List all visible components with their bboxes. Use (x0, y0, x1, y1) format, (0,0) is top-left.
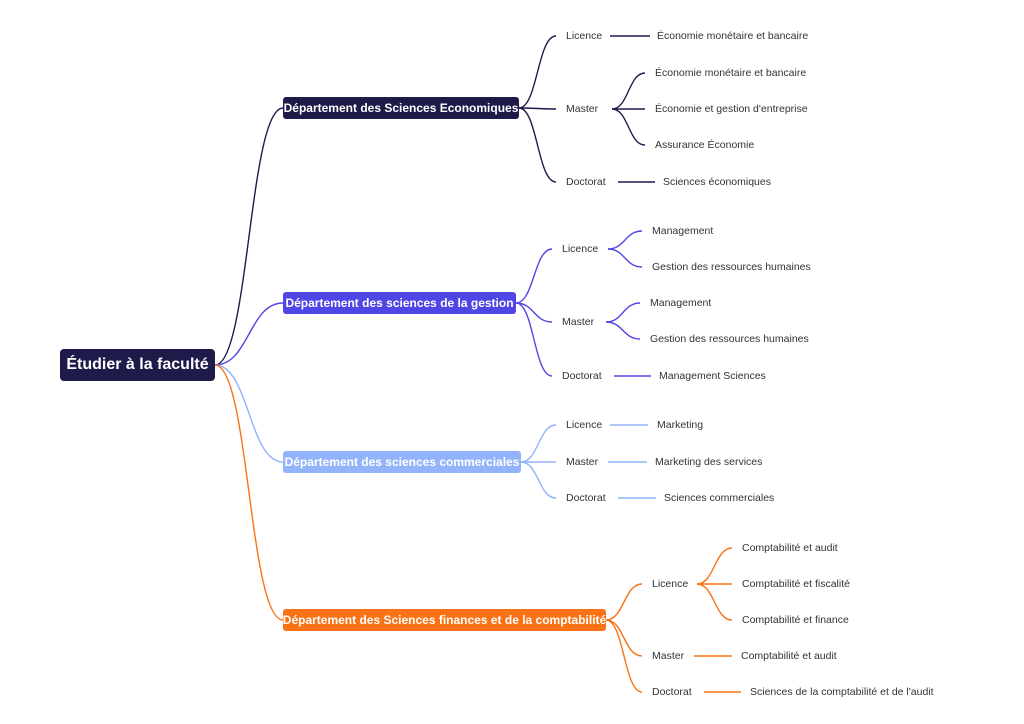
dept-node-economiques[interactable]: Département des Sciences Economiques (283, 97, 519, 119)
dept-connector (515, 248, 553, 304)
program-leaf[interactable]: Sciences commerciales (664, 492, 775, 504)
level-label[interactable]: Licence (652, 578, 689, 590)
leaf-connector (611, 108, 646, 146)
dept-connector (605, 619, 643, 693)
program-leaf[interactable]: Économie monétaire et bancaire (655, 67, 807, 79)
leaf-connector (696, 583, 733, 621)
dept-node-finances[interactable]: Département des Sciences finances et de … (283, 609, 606, 631)
program-leaf[interactable]: Gestion des ressources humaines (650, 333, 809, 345)
leaf-connector (605, 302, 641, 323)
leaf-connector (605, 321, 641, 340)
root-connector (214, 302, 284, 366)
program-leaf[interactable]: Sciences économiques (663, 176, 771, 188)
level-label[interactable]: Master (652, 650, 685, 662)
program-leaf[interactable]: Sciences de la comptabilité et de l'audi… (750, 686, 934, 698)
leaf-connector (607, 230, 643, 250)
dept-connector (520, 424, 557, 463)
dept-connector (520, 461, 557, 499)
dept-connector (518, 107, 557, 183)
root-node[interactable]: Étudier à la faculté (60, 349, 215, 381)
level-label[interactable]: Licence (566, 30, 603, 42)
level-label[interactable]: Doctorat (562, 370, 602, 382)
program-leaf[interactable]: Économie et gestion d'entreprise (655, 103, 808, 115)
program-leaf[interactable]: Économie monétaire et bancaire (657, 30, 809, 42)
program-leaf[interactable]: Management (650, 297, 712, 309)
program-leaf[interactable]: Comptabilité et finance (742, 614, 849, 626)
leaf-connector (607, 248, 643, 268)
root-connector (214, 364, 284, 621)
program-leaf[interactable]: Comptabilité et audit (741, 650, 837, 662)
program-leaf[interactable]: Assurance Économie (655, 139, 755, 151)
program-leaf[interactable]: Marketing des services (655, 456, 763, 468)
root-connector (214, 107, 284, 366)
root-connector (214, 364, 284, 463)
program-leaf[interactable]: Gestion des ressources humaines (652, 261, 811, 273)
level-label[interactable]: Licence (562, 243, 599, 255)
program-leaf[interactable]: Marketing (657, 419, 704, 431)
program-leaf[interactable]: Comptabilité et audit (742, 542, 838, 554)
dept-connector (515, 302, 553, 377)
program-leaf[interactable]: Management Sciences (659, 370, 766, 382)
dept-connector (518, 107, 557, 110)
dept-node-commerciales[interactable]: Département des sciences commerciales (283, 451, 521, 473)
dept-connector (518, 35, 557, 109)
leaf-connector (696, 547, 733, 585)
level-label[interactable]: Master (562, 316, 595, 328)
dept-node-gestion[interactable]: Département des sciences de la gestion (283, 292, 516, 314)
level-label[interactable]: Master (566, 456, 599, 468)
level-label[interactable]: Doctorat (652, 686, 692, 698)
program-leaf[interactable]: Comptabilité et fiscalité (742, 578, 850, 590)
level-label[interactable]: Licence (566, 419, 603, 431)
level-label[interactable]: Doctorat (566, 492, 606, 504)
program-leaf[interactable]: Management (652, 225, 714, 237)
level-label[interactable]: Master (566, 103, 599, 115)
dept-connector (605, 619, 643, 657)
leaf-connector (611, 72, 646, 110)
dept-connector (605, 583, 643, 621)
level-label[interactable]: Doctorat (566, 176, 606, 188)
